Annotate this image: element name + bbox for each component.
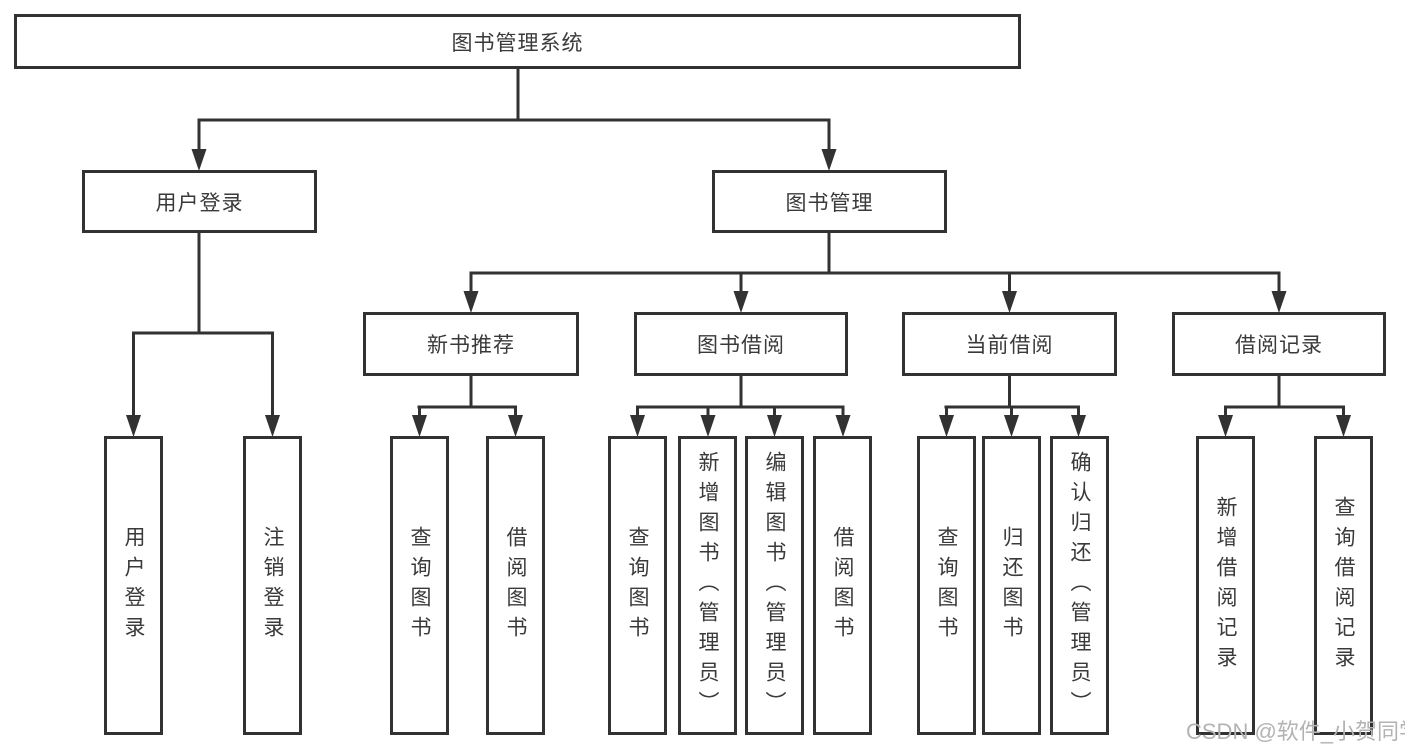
node-nbr-borrow-books-label: 借阅图书 (504, 525, 527, 646)
node-book-borrow: 图书借阅 (634, 312, 848, 376)
node-nbr-query-books-label: 查询图书 (408, 525, 431, 646)
node-bb-edit-books-admin-label: 编辑图书（管理员） (763, 450, 786, 721)
node-nbr-borrow-books: 借阅图书 (486, 436, 545, 735)
node-user-login-leaf-label: 用户登录 (122, 525, 145, 646)
node-cb-confirm-return-admin: 确认归还（管理员） (1050, 436, 1109, 735)
node-current-borrow-label: 当前借阅 (965, 334, 1054, 357)
node-bb-add-books-admin-label: 新增图书（管理员） (696, 450, 719, 721)
node-cb-return-books: 归还图书 (982, 436, 1041, 735)
node-cb-return-books-label: 归还图书 (1000, 525, 1023, 646)
node-nbr-query-books: 查询图书 (390, 436, 449, 735)
node-logout-label: 注销登录 (261, 525, 284, 646)
node-new-book-recommend-label: 新书推荐 (427, 334, 515, 357)
node-br-add-record: 新增借阅记录 (1196, 436, 1255, 735)
node-user-login-label: 用户登录 (155, 191, 244, 215)
node-library-system-label: 图书管理系统 (451, 31, 584, 55)
node-user-login-leaf: 用户登录 (104, 436, 163, 735)
node-logout: 注销登录 (243, 436, 302, 735)
node-bb-query-books-label: 查询图书 (626, 525, 649, 646)
node-bb-edit-books-admin: 编辑图书（管理员） (745, 436, 804, 735)
node-user-login: 用户登录 (82, 170, 317, 233)
node-borrow-records-label: 借阅记录 (1235, 334, 1323, 357)
node-cb-query-books: 查询图书 (917, 436, 976, 735)
node-br-query-record: 查询借阅记录 (1314, 436, 1373, 735)
node-bb-add-books-admin: 新增图书（管理员） (678, 436, 737, 735)
node-book-management: 图书管理 (712, 170, 947, 233)
node-current-borrow: 当前借阅 (902, 312, 1117, 376)
node-br-query-record-label: 查询借阅记录 (1332, 495, 1355, 676)
node-bb-borrow-books: 借阅图书 (813, 436, 872, 735)
node-br-add-record-label: 新增借阅记录 (1214, 495, 1237, 676)
node-new-book-recommend: 新书推荐 (363, 312, 579, 376)
node-bb-borrow-books-label: 借阅图书 (831, 525, 854, 646)
node-cb-confirm-return-admin-label: 确认归还（管理员） (1068, 450, 1091, 721)
node-bb-query-books: 查询图书 (608, 436, 667, 735)
node-borrow-records: 借阅记录 (1172, 312, 1386, 376)
watermark-text: CSDN @软件_小贺同学 (1186, 719, 1405, 744)
node-cb-query-books-label: 查询图书 (935, 525, 958, 646)
node-library-system: 图书管理系统 (14, 14, 1021, 69)
node-book-borrow-label: 图书借阅 (697, 334, 785, 357)
node-book-management-label: 图书管理 (785, 191, 874, 215)
